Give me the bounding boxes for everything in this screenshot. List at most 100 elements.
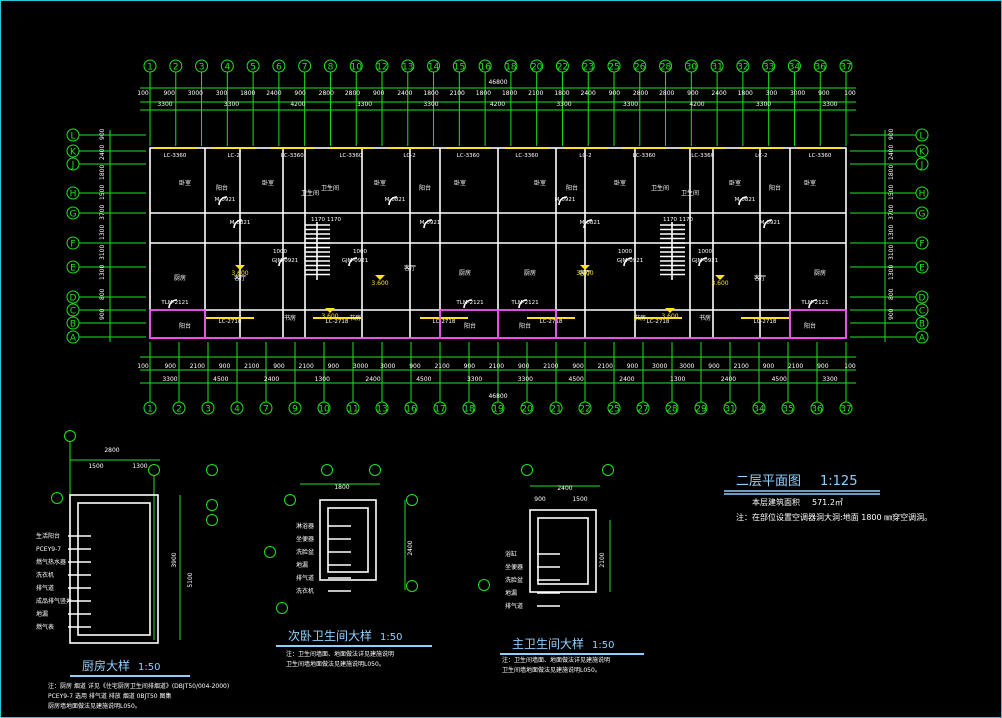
detail-axis-bubble [276, 602, 288, 614]
top-axis-bubble-label: 28 [660, 63, 672, 73]
bottom-axis-bubble-label: 9 [292, 405, 298, 415]
detail-label: 燃气热水器 [36, 558, 66, 566]
top-axis-bubble-label: 2 [173, 63, 179, 73]
right-axis-bubble-label: D [919, 294, 926, 304]
top-dim-text: 900 [294, 90, 306, 97]
bottom-axis-bubble-label: 18 [463, 405, 475, 415]
top-axis-bubble-label: 6 [276, 63, 282, 73]
room-label: 阳台 [216, 184, 228, 192]
top-dim-text-2: 3300 [822, 101, 837, 108]
plan-area-label: 本层建筑面积 [752, 497, 800, 507]
door-swing [233, 219, 243, 229]
top-dim-text: 2400 [711, 90, 726, 97]
bottom-dim-text-2: 1300 [315, 376, 330, 383]
bottom-axis-bubble-label: 10 [318, 405, 330, 415]
left-dim-text: 1800 [99, 165, 106, 180]
room-label: 阳台 [519, 322, 531, 330]
top-dim-text: 2800 [659, 90, 674, 97]
door-tag: TLM-2121 [160, 300, 188, 306]
detail-note: 卫生间墙地面做法见建施说明L050。 [502, 666, 601, 674]
detail-label: 洗衣机 [296, 587, 314, 595]
bottom-dim-text: 100 [844, 363, 856, 370]
detail-label: 地漏 [296, 561, 308, 569]
top-dim-text: 100 [844, 90, 856, 97]
level-text: 3.600 [576, 270, 593, 277]
detail-axis-bubble [406, 494, 418, 506]
bottom-axis-bubble-label: 34 [753, 405, 765, 415]
bottom-axis-bubble-label: 37 [840, 405, 851, 415]
door-tag: M-0921 [215, 197, 236, 203]
right-dim-text: 3700 [888, 205, 895, 220]
balcony-railing [149, 309, 206, 339]
bottom-dim-text: 900 [763, 363, 775, 370]
detail-inner-walls [327, 507, 369, 573]
detail-axis-bubble [206, 464, 218, 476]
right-axis-bubble-label: B [919, 320, 925, 330]
bottom-axis-bubble-label: 27 [637, 405, 648, 415]
top-axis-bubble-label: 5 [250, 63, 256, 73]
bottom-axis-bubble-label: 11 [347, 405, 358, 415]
top-dim-text-2: 4200 [490, 101, 505, 108]
bottom-dim-text-2: 4500 [416, 376, 431, 383]
detail-label: 坐便器 [505, 563, 523, 571]
bottom-dim-text: 2100 [543, 363, 558, 370]
level-marker [325, 308, 335, 313]
detail-axis-bubble [321, 464, 333, 476]
right-dim-text: 900 [888, 308, 895, 320]
overall-dim-top: 46800 [488, 79, 507, 86]
bottom-dim-text: 900 [572, 363, 584, 370]
stair-dim-text: 1000 [273, 249, 287, 255]
detail-title: 主卫生间大样 [512, 636, 584, 651]
title-block: 二层平面图 1:125 本层建筑面积 571.2㎡ 注：在部位设置空调器洞大洞:… [724, 474, 932, 522]
top-axis-bubble-label: 1 [147, 63, 153, 73]
level-marker [665, 308, 675, 313]
overall-dim-bottom: 46800 [488, 393, 507, 400]
top-axis-bubble-label: 4 [224, 63, 230, 73]
top-axis-bubble-label: 22 [557, 63, 568, 73]
right-dim-text: 1300 [888, 265, 895, 280]
door-tag: M-0921 [420, 220, 441, 226]
bottom-dim-text-2: 3300 [467, 376, 482, 383]
window-tag: LC-2 [755, 153, 767, 159]
top-dim-text: 2400 [581, 90, 596, 97]
top-dim-text: 1800 [476, 90, 491, 97]
detail-dim-text: 5100 [187, 572, 194, 587]
door-tag: M-0921 [760, 220, 781, 226]
detail-label: 坐便器 [296, 535, 314, 543]
left-axis-bubble-label: G [70, 210, 77, 220]
bottom-axis-bubble-label: 25 [608, 405, 619, 415]
top-axis-bubble-label: 37 [840, 63, 851, 73]
door-tag: GJM-0921 [617, 258, 644, 264]
detail-note: 注：卫生间墙面、地面做法详见建施说明 [286, 650, 394, 658]
window-tag: LC-3360 [281, 153, 304, 159]
room-label: 卫生间 [681, 189, 699, 197]
bottom-dim-text-2: 3300 [162, 376, 177, 383]
bottom-dim-text: 2100 [489, 363, 504, 370]
door-swing [348, 257, 358, 267]
door-swing [278, 257, 288, 267]
top-axis-bubble-label: 36 [814, 63, 826, 73]
bottom-dim-text: 3000 [380, 363, 395, 370]
bottom-dim-text-2: 3300 [822, 376, 837, 383]
right-axis-bubble-label: E [919, 264, 925, 274]
detail-note: 注：卫生间墙面、地面做法详见建施说明 [502, 656, 610, 664]
bottom-dim-text-2: 2400 [365, 376, 380, 383]
bottom-dim-text-2: 2400 [264, 376, 279, 383]
left-axis-bubble-label: H [70, 190, 77, 200]
door-tag: TLM-2121 [455, 300, 483, 306]
right-axis-bubble-label: F [919, 240, 924, 250]
bottom-dim-text: 900 [219, 363, 231, 370]
top-axis-bubble-label: 30 [686, 63, 698, 73]
top-dim-text: 3000 [188, 90, 203, 97]
bottom-dim-text: 100 [137, 363, 149, 370]
top-axis-bubble-label: 12 [376, 63, 387, 73]
level-text: 3.600 [231, 270, 248, 277]
right-dim-text: 900 [888, 128, 895, 140]
top-dim-text: 1800 [738, 90, 753, 97]
room-label: 阳台 [804, 322, 816, 330]
top-dim-text: 3000 [790, 90, 805, 97]
bottom-dim-text: 900 [817, 363, 829, 370]
detail-dim-text: 2800 [104, 447, 119, 454]
